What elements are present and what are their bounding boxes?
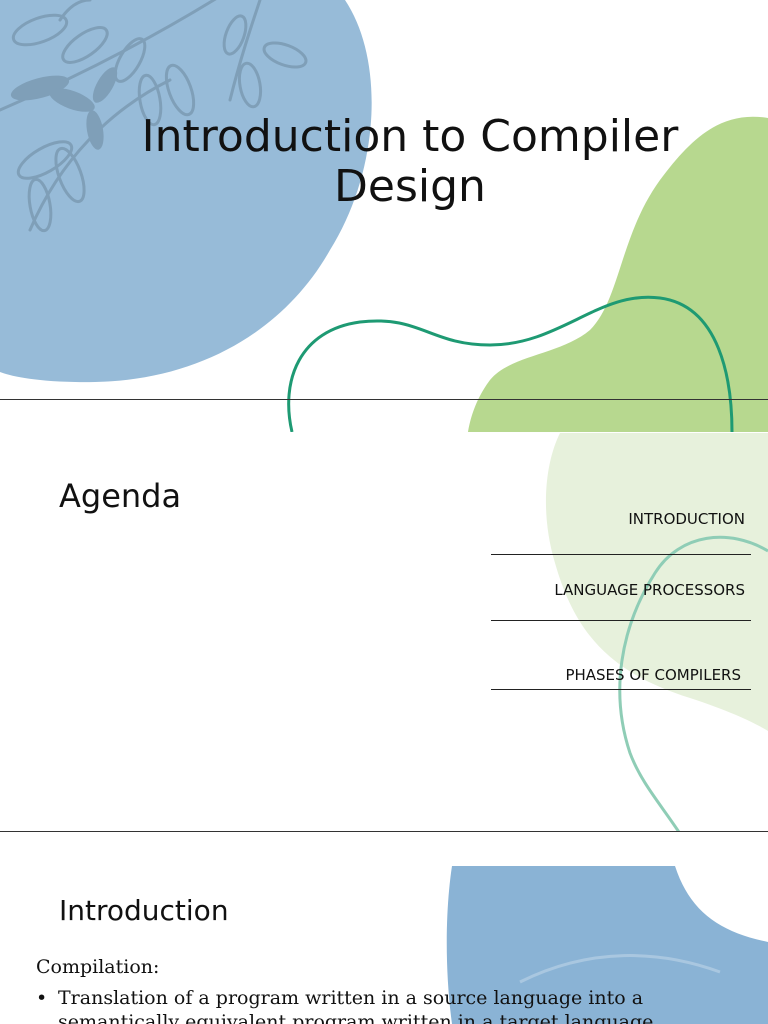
slide-divider xyxy=(0,399,768,400)
light-green-blob-shape xyxy=(545,433,768,731)
slide-divider xyxy=(0,831,768,832)
agenda-slide: Agenda INTRODUCTION LANGUAGE PROCESSORS … xyxy=(0,433,768,831)
introduction-title: Introduction xyxy=(59,894,229,927)
agenda-rule xyxy=(491,554,751,555)
title-slide-background xyxy=(0,0,768,432)
blue-blob-shape xyxy=(446,866,768,1024)
agenda-item-phases-of-compilers[interactable]: PHASES OF COMPILERS xyxy=(565,666,741,684)
agenda-rule xyxy=(491,620,751,621)
bullet-icon: • xyxy=(36,987,48,1009)
title-slide: Introduction to Compiler Design xyxy=(0,0,768,432)
leaf-branch-icon xyxy=(0,0,308,233)
agenda-item-introduction[interactable]: INTRODUCTION xyxy=(628,510,745,528)
introduction-slide: Introduction Compilation: • Translation … xyxy=(0,832,768,1024)
faint-curve-shape xyxy=(519,954,721,984)
agenda-rule xyxy=(491,689,751,690)
bullet-item: • Translation of a program written in a … xyxy=(36,986,656,1024)
compilation-label: Compilation: xyxy=(36,956,160,978)
agenda-slide-background xyxy=(545,433,768,831)
introduction-slide-background xyxy=(446,866,768,1024)
slide-title: Introduction to Compiler Design xyxy=(141,111,679,212)
green-curve-shape xyxy=(287,295,734,432)
introduction-bullet-list: • Translation of a program written in a … xyxy=(36,986,656,1024)
leaf-fill-icon xyxy=(10,67,118,150)
green-blob-shape xyxy=(468,116,768,432)
teal-curve-shape xyxy=(618,535,768,831)
bullet-text: Translation of a program written in a so… xyxy=(58,987,654,1024)
agenda-item-language-processors[interactable]: LANGUAGE PROCESSORS xyxy=(554,581,745,599)
agenda-title: Agenda xyxy=(59,477,182,515)
